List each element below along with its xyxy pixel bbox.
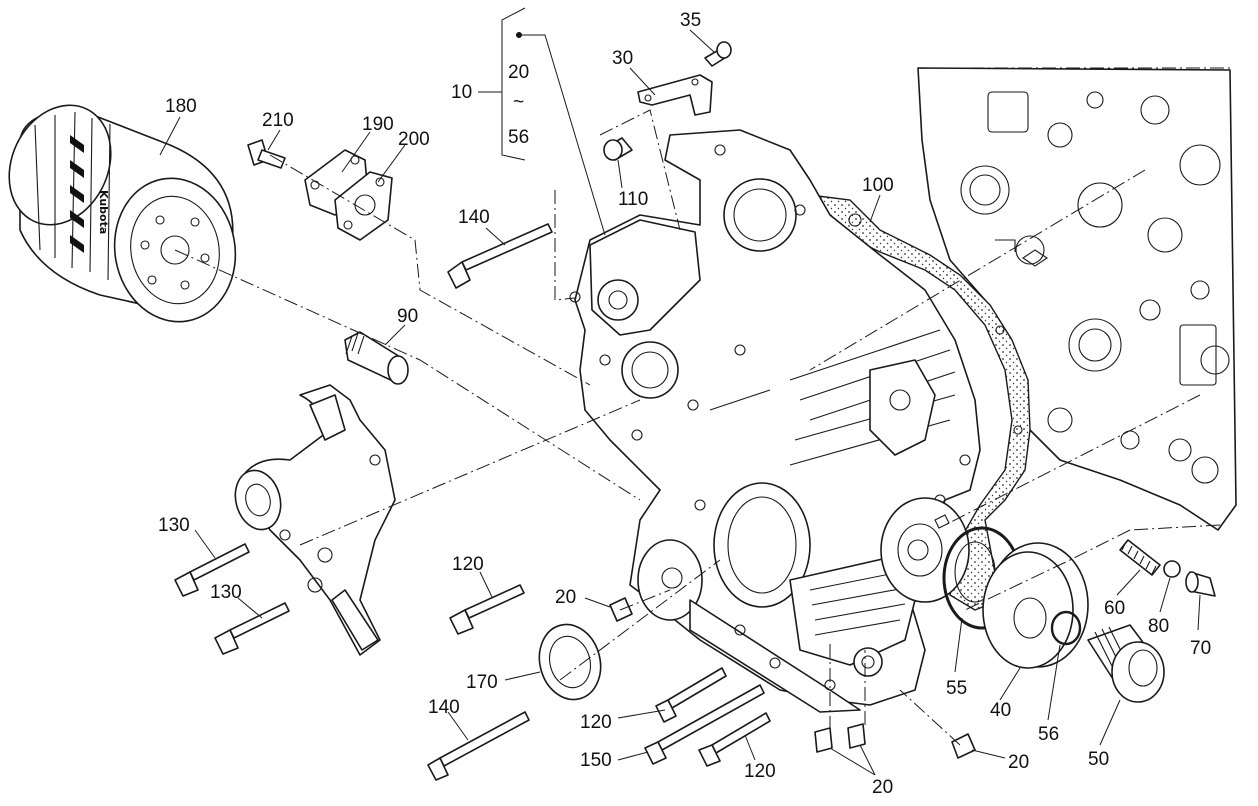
callout-210: 210 [262,110,294,131]
callout-10: 10 [451,82,472,103]
gasket-100 [809,194,1031,611]
callout-55: 55 [946,678,967,699]
bolt-120-b [655,667,727,723]
bolt-140-b [427,711,530,781]
filter-stripe-pattern [70,135,84,253]
plug-20-b [814,727,833,753]
callout-20-right: 20 [1008,752,1029,773]
callout-150: 150 [580,750,612,771]
callout-100: 100 [862,175,894,196]
plug-70 [1185,571,1216,597]
callout-80: 80 [1148,616,1169,637]
bolt-120-a [449,584,525,635]
gear-case-10 [569,129,981,713]
plug-20-d [951,733,976,759]
callout-110: 110 [618,189,648,210]
ball-80 [1163,560,1181,578]
leader-lines [159,29,1201,776]
oil-filter-180: Kubota [8,104,237,323]
bolt-150 [644,684,765,765]
bolt-35 [704,41,732,67]
plug-20-c [847,723,866,749]
callout-90: 90 [397,306,418,327]
callout-190: 190 [362,114,394,135]
callout-20-bottom: 20 [872,777,893,798]
bracket-30 [637,74,713,116]
bolt-210 [247,139,286,169]
callout-170: 170 [466,672,498,693]
callout-20-left: 20 [555,587,576,608]
spring-60 [1119,539,1161,576]
callout-130-upper: 130 [158,515,190,536]
bolt-120-c [698,712,771,767]
oil-seal-170 [538,623,602,701]
callout-40: 40 [990,700,1011,721]
callout-56-range: 56 [508,127,529,148]
callout-200: 200 [398,129,430,150]
callout-140-bottom: 140 [428,697,460,718]
o-ring-56 [1050,610,1082,646]
bolt-130-a [174,543,250,597]
callout-50: 50 [1088,749,1109,770]
water-pump [234,384,396,656]
callout-140-top: 140 [458,207,490,228]
callout-120-middle: 120 [580,712,612,733]
assembly-lines [174,109,1221,746]
bolt-130-b [214,602,290,655]
callout-180: 180 [165,96,197,117]
callout-35: 35 [680,10,701,31]
callout-20-range: 20 [508,62,529,83]
bolt-140-a [447,223,553,289]
callout-120-bottom: 120 [744,761,776,782]
callout-labels: 10 20 ~ 56 35 30 110 180 210 190 200 140… [158,10,1211,798]
fitting-90 [344,331,409,385]
cover-40 [982,542,1089,669]
callout-60: 60 [1104,598,1125,619]
callout-30: 30 [612,48,633,69]
plug-110 [603,137,633,161]
assembly-bracket-10 [478,7,606,236]
callout-120-left: 120 [452,554,484,575]
gasket-200 [334,171,393,241]
callout-130-lower: 130 [210,582,242,603]
plug-50 [1087,624,1165,703]
callout-70: 70 [1190,638,1211,659]
callout-range-tilde: ~ [513,92,524,113]
callout-56: 56 [1038,724,1059,745]
filter-brand-label: Kubota [97,190,110,234]
